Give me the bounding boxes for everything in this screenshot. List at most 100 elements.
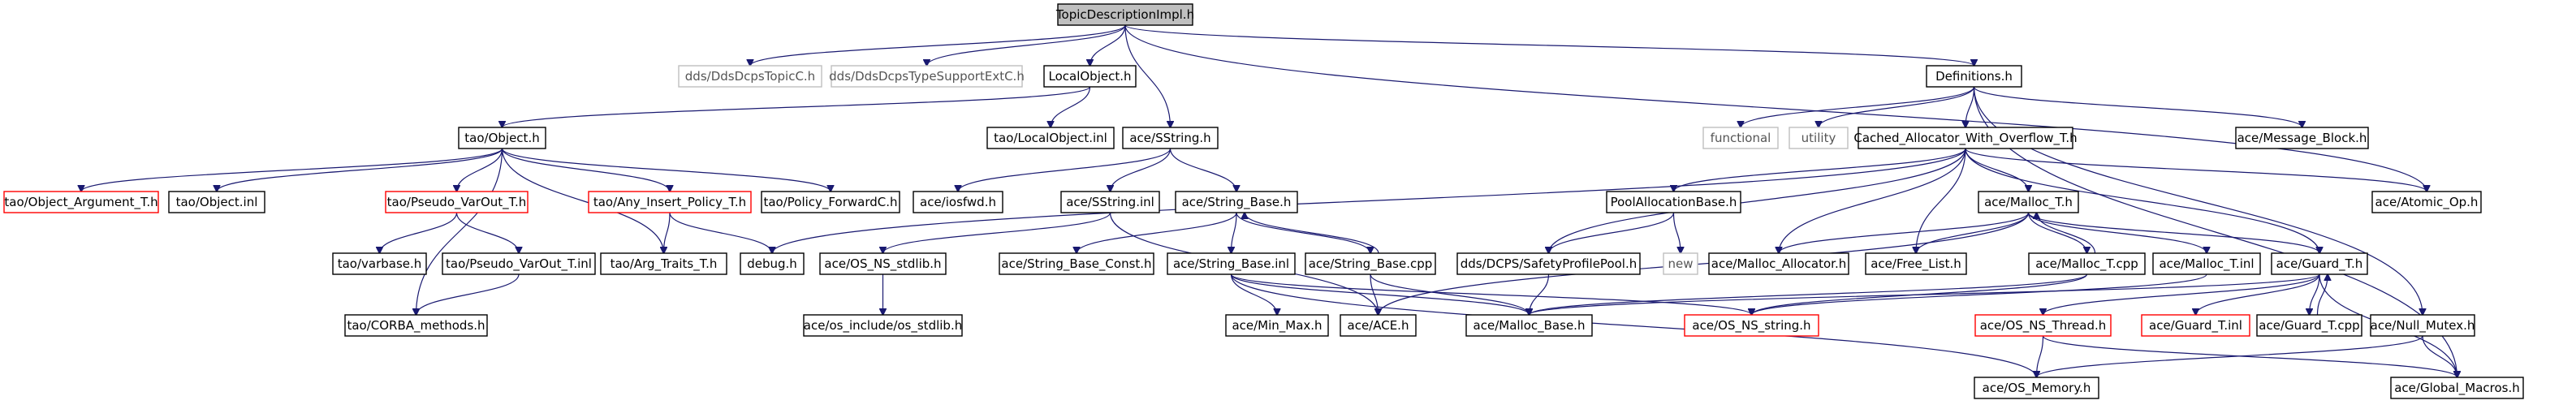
edge-cached-allocator-with-overflow-t-h-to-ace-malloc-allocator-h — [1779, 148, 1966, 253]
node-ace-os-include-os-stdlib-h[interactable]: ace/os_include/os_stdlib.h — [803, 314, 963, 337]
node-box — [458, 127, 546, 149]
node-ace-os-ns-string-h[interactable]: ace/OS_NS_string.h — [1684, 314, 1819, 337]
node-box — [385, 191, 529, 213]
edge-tao-object-h-to-tao-any-insert-policy-t-h — [501, 148, 671, 192]
node-box — [2028, 252, 2146, 275]
node-ace-atomic-op-h[interactable]: ace/Atomic_Op.h — [2371, 191, 2482, 213]
edge-ace-malloc-t-h-to-ace-guard-t-h — [2027, 212, 2320, 253]
node-tao-localobject-inl[interactable]: tao/LocalObject.inl — [986, 127, 1115, 149]
node-ace-string-base-const-h[interactable]: ace/String_Base_Const.h — [999, 252, 1154, 275]
node-tao-any-insert-policy-t-h[interactable]: tao/Any_Insert_Policy_T.h — [588, 191, 752, 213]
node-tao-arg-traits-t-h[interactable]: tao/Arg_Traits_T.h — [600, 252, 727, 275]
edge-ace-string-base-inl-to-ace-min-max-h — [1230, 273, 1278, 315]
node-label: ace/SString.inl — [1066, 195, 1154, 209]
node-cached-allocator-with-overflow-t-h[interactable]: Cached_Allocator_With_Overflow_T.h — [1853, 127, 2078, 149]
node-ace-os-memory-h[interactable]: ace/OS_Memory.h — [1974, 377, 2099, 399]
node-box — [1122, 127, 1219, 149]
node-box — [2370, 314, 2475, 337]
node-ace-malloc-allocator-h[interactable]: ace/Malloc_Allocator.h — [1708, 252, 1849, 275]
node-label: ace/Guard_T.h — [2276, 256, 2363, 272]
edge-ace-os-ns-thread-h-to-ace-os-memory-h — [2037, 335, 2044, 377]
node-new: new — [1663, 252, 1698, 275]
node-label: ace/Malloc_T.cpp — [2035, 256, 2138, 272]
node-ace-ace-h[interactable]: ace/ACE.h — [1340, 314, 1417, 337]
node-ace-sstring-inl[interactable]: ace/SString.inl — [1060, 191, 1160, 213]
edge-ace-malloc-t-cpp-to-ace-malloc-t-h — [2037, 213, 2096, 254]
node-ace-min-max-h[interactable]: ace/Min_Max.h — [1225, 314, 1329, 337]
node-label: ace/SString.h — [1129, 131, 1210, 145]
node-poolallocationbase-h[interactable]: PoolAllocationBase.h — [1606, 191, 1741, 213]
node-label: new — [1668, 256, 1693, 271]
node-tao-object-argument-t-h[interactable]: tao/Object_Argument_T.h — [3, 191, 159, 213]
edge-ace-null-mutex-h-to-ace-global-macros-h — [2422, 335, 2457, 377]
edge-cached-allocator-with-overflow-t-h-to-debug-h — [772, 148, 1966, 253]
node-ace-string-base-h[interactable]: ace/String_Base.h — [1175, 191, 1298, 213]
node-ace-global-macros-h[interactable]: ace/Global_Macros.h — [2390, 377, 2524, 399]
edge-topicdescriptionimpl-h-to-ace-sstring-h — [1124, 24, 1171, 127]
node-label: ace/Min_Max.h — [1232, 318, 1322, 334]
node-label: ace/Global_Macros.h — [2394, 381, 2520, 396]
edge-ace-string-base-h-to-ace-string-base-const-h — [1077, 212, 1237, 253]
node-label: ace/Atomic_Op.h — [2375, 195, 2479, 210]
node-tao-object-inl[interactable]: tao/Object.inl — [168, 191, 265, 213]
node-ace-string-base-inl[interactable]: ace/String_Base.inl — [1167, 252, 1296, 275]
node-ace-string-base-cpp[interactable]: ace/String_Base.cpp — [1305, 252, 1436, 275]
node-box — [1858, 127, 2073, 149]
node-functional: functional — [1702, 127, 1779, 149]
node-ace-os-ns-stdlib-h[interactable]: ace/OS_NS_stdlib.h — [819, 252, 947, 275]
node-tao-pseudo-varout-t-inl[interactable]: tao/Pseudo_VarOut_T.inl — [442, 252, 596, 275]
node-dds-dcps-safetyprofilepool-h[interactable]: dds/DCPS/SafetyProfilePool.h — [1456, 252, 1641, 275]
edge-tao-pseudo-varout-t-inl-to-tao-corba-methods-h — [416, 273, 520, 315]
node-ace-iosfwd-h[interactable]: ace/iosfwd.h — [913, 191, 1003, 213]
node-box — [2141, 314, 2250, 337]
node-box — [2390, 377, 2524, 399]
node-ace-guard-t-h[interactable]: ace/Guard_T.h — [2271, 252, 2368, 275]
node-box — [819, 252, 947, 275]
node-ace-malloc-t-inl[interactable]: ace/Malloc_T.inl — [2152, 252, 2261, 275]
node-ace-malloc-t-h[interactable]: ace/Malloc_T.h — [1978, 191, 2079, 213]
node-tao-pseudo-varout-t-h[interactable]: tao/Pseudo_VarOut_T.h — [385, 191, 529, 213]
node-box — [1225, 314, 1329, 337]
edge-tao-object-h-to-tao-corba-methods-h — [416, 148, 503, 315]
node-dds-ddsdcpstopicc-h: dds/DdsDcpsTopicC.h — [678, 65, 822, 88]
node-tao-corba-methods-h[interactable]: tao/CORBA_methods.h — [344, 314, 488, 337]
edge-ace-sstring-h-to-ace-sstring-inl — [1111, 148, 1171, 192]
node-ace-null-mutex-h[interactable]: ace/Null_Mutex.h — [2370, 314, 2475, 337]
node-ace-message-block-h[interactable]: ace/Message_Block.h — [2235, 127, 2369, 149]
node-label: ace/Null_Mutex.h — [2371, 318, 2475, 334]
node-box — [761, 191, 900, 213]
node-ace-malloc-base-h[interactable]: ace/Malloc_Base.h — [1465, 314, 1593, 337]
node-label: tao/CORBA_methods.h — [347, 318, 485, 334]
node-box — [740, 252, 805, 275]
edge-definitions-h-to-functional — [1741, 86, 1975, 127]
edge-cached-allocator-with-overflow-t-h-to-dds-dcps-safetyprofilepool-h — [1549, 148, 1966, 253]
node-label: ace/Guard_T.inl — [2149, 318, 2242, 334]
node-box — [1167, 252, 1296, 275]
edge-topicdescriptionimpl-h-to-dds-ddsdcpstopicc-h — [750, 24, 1126, 66]
node-debug-h[interactable]: debug.h — [740, 252, 805, 275]
edge-ace-malloc-t-inl-to-ace-os-ns-string-h — [1752, 273, 2207, 315]
edge-tao-object-h-to-tao-arg-traits-t-h — [501, 148, 664, 253]
node-label: ace/Malloc_T.inl — [2159, 256, 2254, 272]
node-ace-free-list-h[interactable]: ace/Free_List.h — [1865, 252, 1967, 275]
node-label: ace/String_Base.h — [1182, 195, 1292, 210]
node-tao-object-h[interactable]: tao/Object.h — [458, 127, 546, 149]
node-label: TopicDescriptionImpl.h — [1055, 7, 1194, 22]
node-tao-varbase-h[interactable]: tao/varbase.h — [332, 252, 427, 275]
edge-ace-sstring-inl-to-ace-os-ns-stdlib-h — [883, 212, 1111, 253]
node-definitions-h[interactable]: Definitions.h — [1926, 65, 2022, 88]
node-ace-os-ns-thread-h[interactable]: ace/OS_NS_Thread.h — [1974, 314, 2112, 337]
node-box — [1684, 314, 1819, 337]
node-ace-sstring-h[interactable]: ace/SString.h — [1122, 127, 1219, 149]
node-ace-guard-t-inl[interactable]: ace/Guard_T.inl — [2141, 314, 2250, 337]
edge-tao-object-h-to-tao-policy-forwardc-h — [501, 148, 831, 192]
node-tao-policy-forwardc-h[interactable]: tao/Policy_ForwardC.h — [761, 191, 900, 213]
node-ace-malloc-t-cpp[interactable]: ace/Malloc_T.cpp — [2028, 252, 2146, 275]
node-label: ace/OS_NS_Thread.h — [1980, 318, 2107, 334]
node-box — [1702, 127, 1779, 149]
node-localobject-h[interactable]: LocalObject.h — [1043, 65, 1137, 88]
node-box — [1978, 191, 2079, 213]
edge-ace-sstring-h-to-ace-iosfwd-h — [958, 148, 1171, 192]
node-ace-guard-t-cpp[interactable]: ace/Guard_T.cpp — [2256, 314, 2362, 337]
